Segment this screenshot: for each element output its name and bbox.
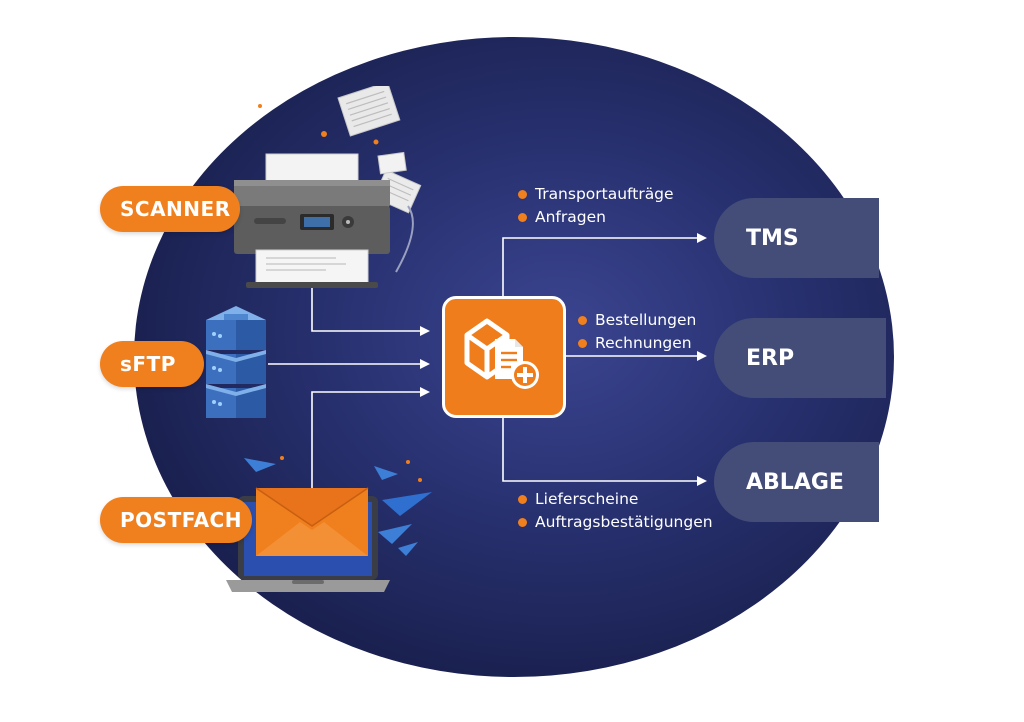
bullet-dot: [518, 190, 527, 199]
document-processing-icon: [464, 318, 539, 389]
ablage-document-list: Lieferscheine Auftragsbestätigungen: [518, 488, 713, 534]
list-item: Bestellungen: [578, 309, 696, 332]
target-ablage-label: ABLAGE: [746, 469, 844, 495]
laptop-mail-icon: [226, 456, 432, 592]
list-item-label: Bestellungen: [595, 311, 697, 329]
target-tms: TMS: [714, 198, 879, 278]
bullet-dot: [518, 518, 527, 527]
list-item: Auftragsbestätigungen: [518, 511, 713, 534]
bullet-dot: [578, 339, 587, 348]
postfach-connector: [311, 387, 430, 490]
bullet-dot: [518, 495, 527, 504]
server-icon: [206, 306, 266, 418]
list-item: Anfragen: [518, 206, 674, 229]
target-erp: ERP: [714, 318, 886, 398]
tms-document-list: Transportaufträge Anfragen: [518, 183, 674, 229]
target-tms-label: TMS: [746, 225, 799, 251]
list-item: Transportaufträge: [518, 183, 674, 206]
printer-icon: [234, 86, 422, 288]
tms-connector: [502, 233, 707, 296]
source-scanner: SCANNER: [100, 186, 240, 232]
list-item-label: Transportaufträge: [535, 185, 674, 203]
target-erp-label: ERP: [746, 345, 795, 371]
bullet-dot: [518, 213, 527, 222]
list-item-label: Lieferscheine: [535, 490, 639, 508]
list-item-label: Rechnungen: [595, 334, 692, 352]
ablage-connector: [502, 418, 707, 486]
list-item-label: Auftragsbestätigungen: [535, 513, 713, 531]
processing-hub: [442, 296, 566, 418]
source-sftp-label: sFTP: [120, 352, 176, 376]
scanner-connector: [311, 286, 430, 336]
source-postfach-label: POSTFACH: [120, 508, 242, 532]
source-sftp: sFTP: [100, 341, 204, 387]
list-item: Lieferscheine: [518, 488, 713, 511]
source-scanner-label: SCANNER: [120, 197, 231, 221]
erp-document-list: Bestellungen Rechnungen: [578, 309, 696, 355]
list-item-label: Anfragen: [535, 208, 606, 226]
bullet-dot: [578, 316, 587, 325]
target-ablage: ABLAGE: [714, 442, 879, 522]
list-item: Rechnungen: [578, 332, 696, 355]
server-rack: [206, 320, 266, 418]
source-postfach: POSTFACH: [100, 497, 252, 543]
